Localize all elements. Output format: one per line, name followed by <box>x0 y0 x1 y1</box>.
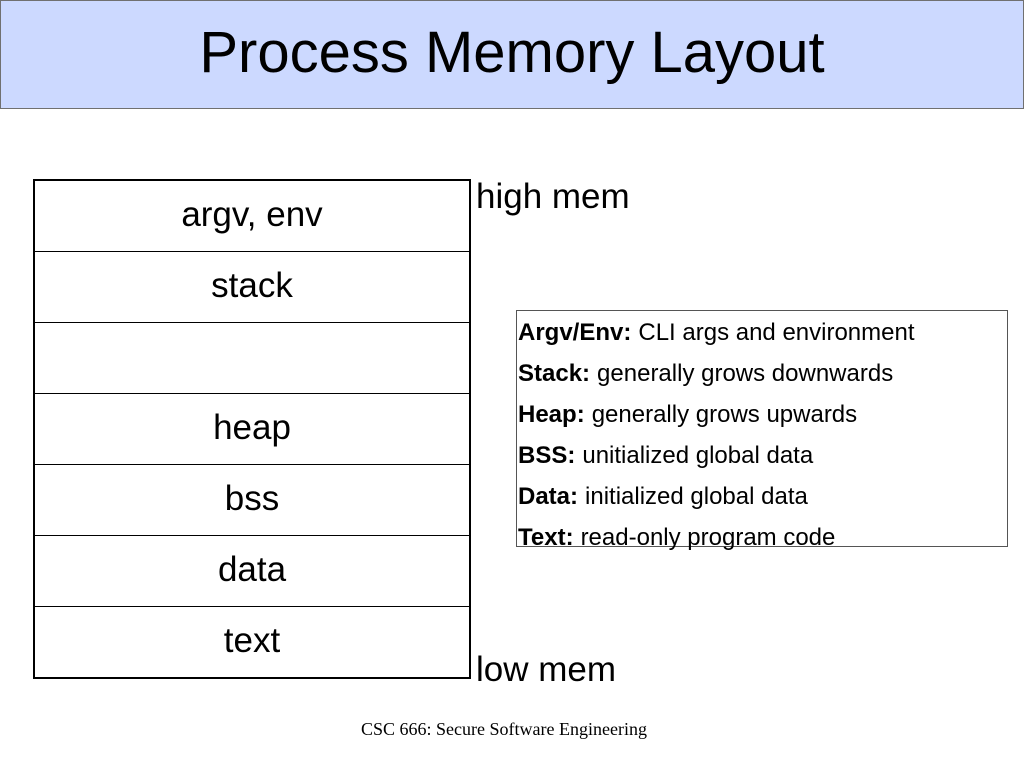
segment-label: bss <box>224 478 280 518</box>
segment-label: stack <box>211 265 293 305</box>
segment-argv-env: argv, env <box>35 181 469 251</box>
legend-term: Text: <box>518 523 574 551</box>
legend-item-data: Data: initialized global data <box>517 476 1007 517</box>
legend-term: Stack: <box>518 359 591 387</box>
segment-label: data <box>217 549 287 589</box>
segment-label: argv, env <box>181 194 323 234</box>
segment-label: heap <box>213 407 291 447</box>
segment-data: data <box>35 535 469 606</box>
legend-item-text: Text: read-only program code <box>517 517 1007 558</box>
legend-description: initialized global data <box>585 482 808 510</box>
legend-description: read-only program code <box>580 523 836 551</box>
legend-term: BSS: <box>518 441 576 469</box>
legend-item-argv-env: Argv/Env: CLI args and environment <box>517 312 1007 353</box>
legend-term: Data: <box>518 482 579 510</box>
segment-text: text <box>35 606 469 677</box>
title-bar: Process Memory Layout <box>0 0 1024 109</box>
legend-item-stack: Stack: generally grows downwards <box>517 353 1007 394</box>
legend-item-heap: Heap: generally grows upwards <box>517 394 1007 435</box>
legend-box: Argv/Env: CLI args and environment Stack… <box>516 310 1008 549</box>
low-mem-label: low mem <box>476 650 617 689</box>
segment-free-space <box>35 322 469 393</box>
legend-description: generally grows upwards <box>591 400 858 428</box>
segment-stack: stack <box>35 251 469 322</box>
legend-description: generally grows downwards <box>597 359 894 387</box>
legend-item-bss: BSS: unitialized global data <box>517 435 1007 476</box>
slide-footer: CSC 666: Secure Software Engineering <box>361 719 647 739</box>
legend-term: Heap: <box>518 400 585 428</box>
legend-term: Argv/Env: <box>518 318 632 346</box>
segment-bss: bss <box>35 464 469 535</box>
segment-heap: heap <box>35 393 469 464</box>
slide-title: Process Memory Layout <box>199 20 825 85</box>
legend-description: unitialized global data <box>582 441 814 469</box>
high-mem-label: high mem <box>476 177 630 216</box>
memory-layout-diagram: argv, env stack heap bss data text <box>33 179 471 679</box>
legend-description: CLI args and environment <box>638 318 915 346</box>
segment-label: text <box>223 620 281 660</box>
